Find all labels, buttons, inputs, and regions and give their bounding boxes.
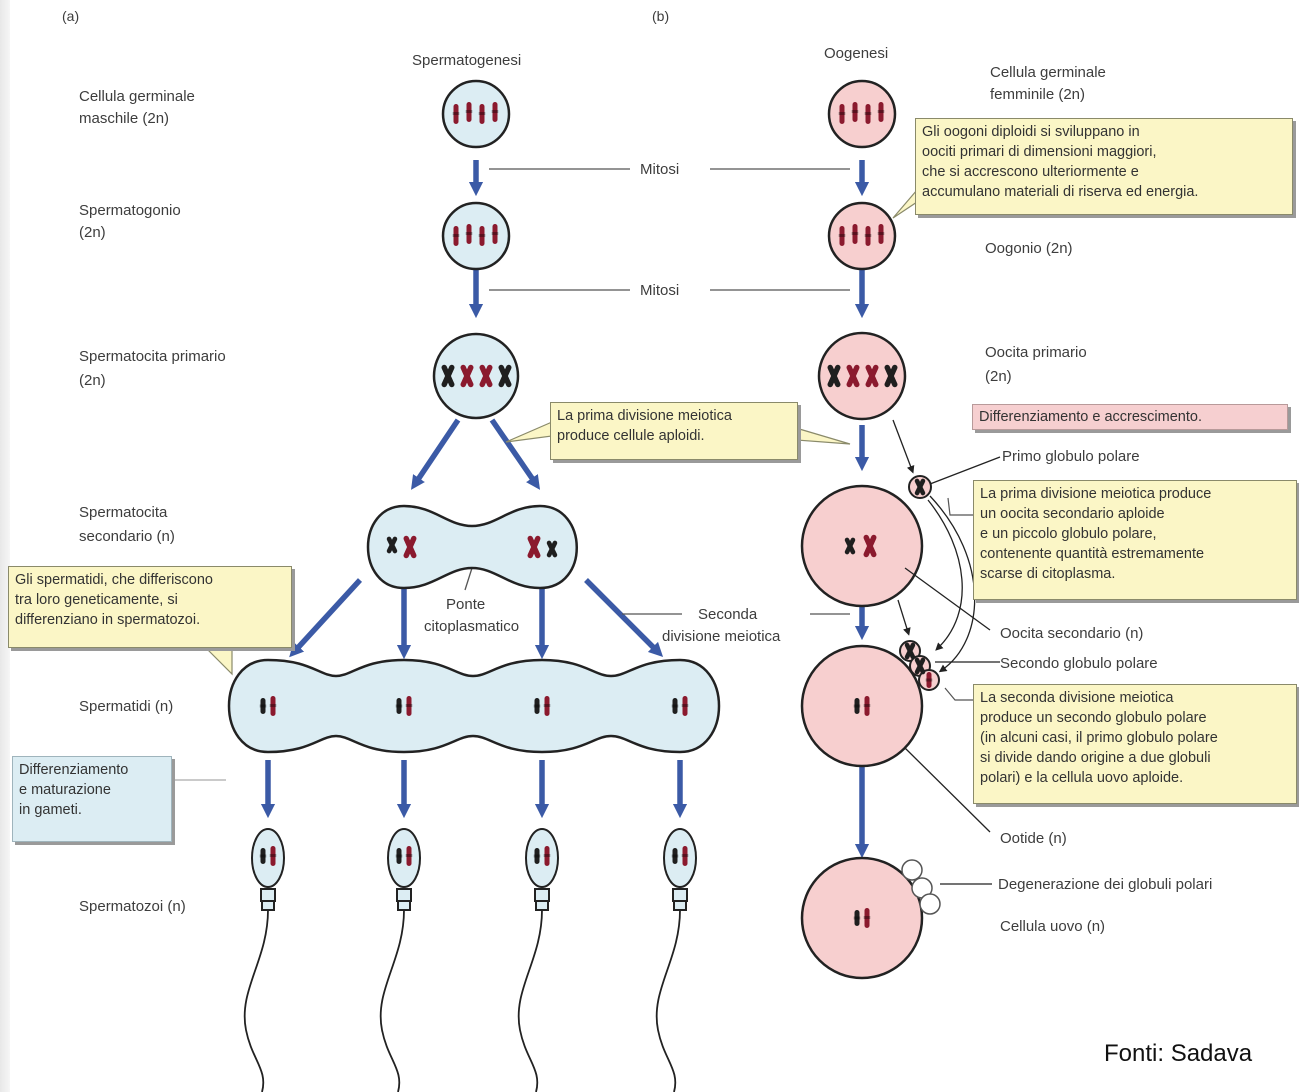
oogenesis-title: Oogenesi <box>824 45 889 62</box>
secondary-spermatocytes <box>366 504 578 590</box>
oogonium-cell <box>827 201 897 271</box>
female-germ-cell-label-1: Cellula germinale <box>990 64 1106 81</box>
oogonium-label: Oogonio (2n) <box>985 240 1073 257</box>
second-meiosis-label-2: divisione meiotica <box>662 628 781 645</box>
secondary-spermatocyte-label-1: Spermatocita <box>79 504 168 521</box>
female-germ-cell-label-2: femminile (2n) <box>990 86 1086 103</box>
second-meiosis-label-1: Seconda <box>698 606 758 623</box>
spermatids-label: Spermatidi (n) <box>79 698 174 715</box>
egg-cell <box>800 856 941 980</box>
callout-oogonia-development: Gli oogoni diploidi si sviluppano in ooc… <box>915 118 1293 215</box>
callout-second-meiosis-female: La seconda divisione meiotica produce un… <box>973 684 1297 804</box>
callout-first-meiosis-female: La prima divisione meiotica produce un o… <box>973 480 1297 600</box>
panel-label-b: (b) <box>652 8 670 24</box>
primary-spermatocyte-label-1: Spermatocita primario <box>79 348 226 365</box>
primary-spermatocyte-cell <box>432 332 520 420</box>
primary-spermatocyte-label-2: (2n) <box>79 372 106 389</box>
second-polar-body-label: Secondo globulo polare <box>1000 655 1158 672</box>
secondary-oocyte-cell <box>800 475 932 608</box>
source-credit: Fonti: Sadava <box>1104 1040 1253 1067</box>
cytoplasmic-bridge-label-1: Ponte <box>446 596 486 613</box>
primary-oocyte-cell <box>817 331 907 421</box>
arrow-meiosis2-male-4 <box>584 578 664 658</box>
female-germ-cell <box>827 79 897 149</box>
first-polar-body-label: Primo globulo polare <box>1002 448 1140 465</box>
note-differentiation-growth: Differenziamento e accrescimento. <box>972 404 1288 430</box>
callout-first-meiotic-division: La prima divisione meiotica produce cell… <box>550 402 798 460</box>
male-germ-cell-label-2: maschile (2n) <box>79 110 170 127</box>
arrow-meiosis1-male-right <box>489 418 541 490</box>
note-maturation: Differenziamento e maturazione in gameti… <box>12 756 172 842</box>
degeneration-label: Degenerazione dei globuli polari <box>998 876 1213 893</box>
sperm-cells <box>243 828 697 1092</box>
spermatogenesis-title: Spermatogenesi <box>412 52 522 69</box>
secondary-oocyte-label: Oocita secondario (n) <box>1000 625 1144 642</box>
arrow-meiosis2-male-1 <box>289 578 363 658</box>
mitosis-label-2: Mitosi <box>640 282 680 299</box>
mitosis-label-1: Mitosi <box>640 161 680 178</box>
sperm-label: Spermatozoi (n) <box>79 898 186 915</box>
male-germ-cell <box>441 79 511 149</box>
spermatogonium-label-1: Spermatogonio <box>79 202 181 219</box>
spermatogonium-label-2: (2n) <box>79 224 106 241</box>
spermatogonium-cell <box>441 201 511 271</box>
slide-left-border <box>0 0 10 1092</box>
male-germ-cell-label-1: Cellula germinale <box>79 88 195 105</box>
arrow-meiosis1-male-left <box>411 418 461 490</box>
secondary-spermatocyte-label-2: secondario (n) <box>79 528 175 545</box>
primary-oocyte-label-2: (2n) <box>985 368 1012 385</box>
ootid-label: Ootide (n) <box>1000 830 1067 847</box>
spermatids <box>227 658 721 754</box>
egg-label: Cellula uovo (n) <box>1000 918 1106 935</box>
callout-spermatids: Gli spermatidi, che differiscono tra lor… <box>8 566 292 648</box>
ootid-cell <box>800 640 940 768</box>
primary-oocyte-label-1: Oocita primario <box>985 344 1087 361</box>
cytoplasmic-bridge-label-2: citoplasmatico <box>424 618 520 635</box>
panel-label-a: (a) <box>62 8 80 24</box>
